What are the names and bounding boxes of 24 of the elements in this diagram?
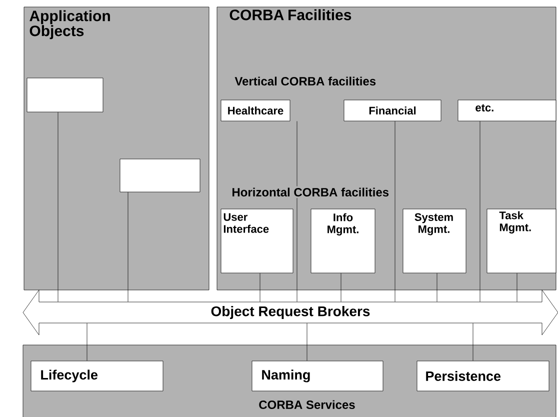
section-heading: Horizontal CORBA facilities [230,186,391,198]
facility-box: Info Mgmt. [310,208,376,274]
section-heading: Vertical CORBA facilities [233,75,378,87]
connector-line [296,121,298,302]
connector-line [340,273,342,302]
connector-line [516,273,518,302]
service-box: Naming [252,360,384,392]
object-box [120,158,200,192]
facility-box: Task Mgmt. [486,208,556,274]
facility-box: etc. [458,100,556,122]
object-box [26,78,104,112]
connector-line [306,323,308,361]
connector-line [394,121,396,302]
facility-box: System Mgmt. [402,208,466,274]
node-label: Object Request Brokers [211,306,370,320]
connector-line [472,323,474,361]
connector-line [86,323,88,361]
service-box: Lifecycle [30,360,164,392]
facility-box: User Interface [220,208,294,274]
facility-box: Financial [344,100,442,122]
service-box: Persistence [416,360,550,392]
facility-box: Healthcare [220,100,290,122]
double-arrow-band: Object Request Brokers [22,290,558,336]
connector-line [436,273,438,302]
